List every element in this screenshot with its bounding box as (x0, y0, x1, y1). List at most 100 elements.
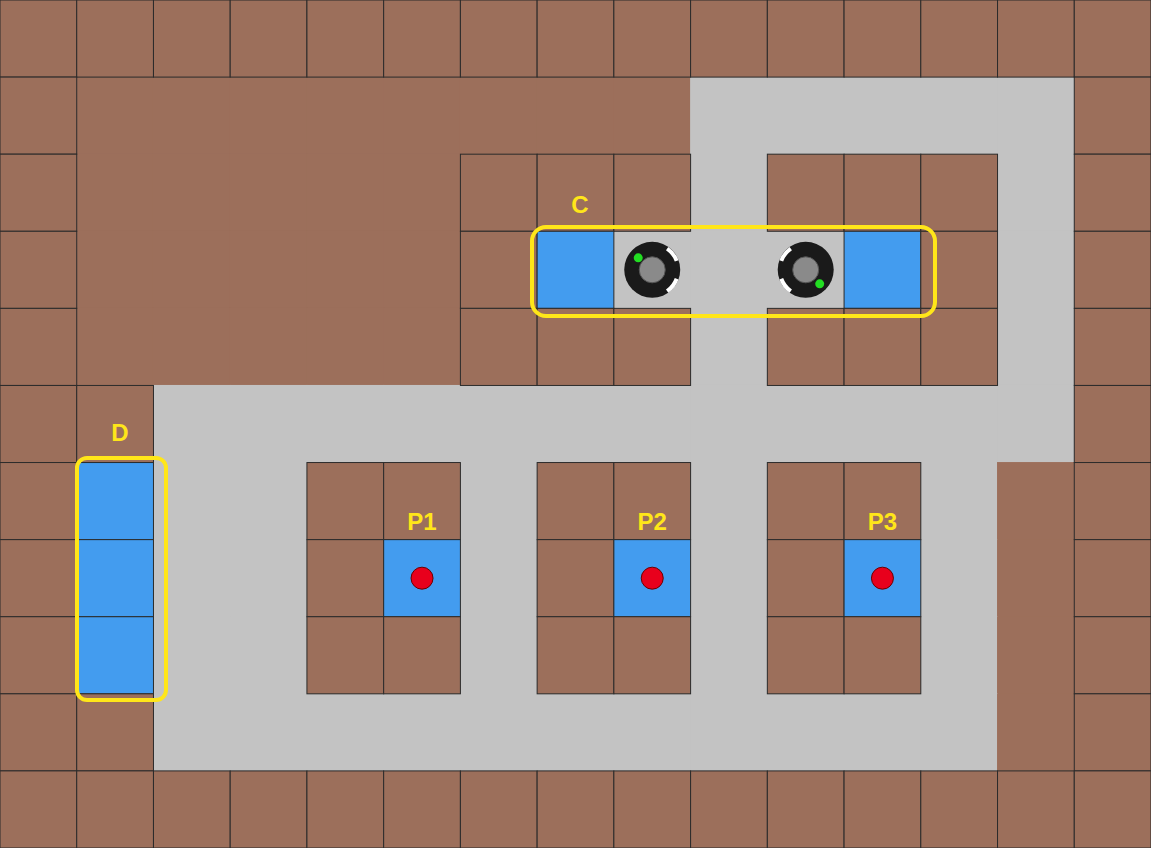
wall-cell (921, 231, 998, 308)
aisle-cell (230, 616, 308, 694)
wall-cell (614, 308, 691, 385)
aisle-cell (920, 616, 998, 694)
aisle-cell (997, 154, 1075, 232)
wall-block (153, 231, 231, 309)
wall-cell (307, 0, 384, 77)
wall-cell (153, 0, 230, 77)
wall-block (153, 154, 231, 232)
station-cell (77, 463, 154, 540)
wall-cell (614, 154, 691, 231)
wall-cell (0, 154, 77, 231)
wall-block (153, 77, 231, 155)
wall-cell (0, 308, 77, 385)
wall-cell (537, 0, 614, 77)
wall-block (460, 77, 538, 155)
aisle-cell (844, 385, 922, 463)
wall-cell (844, 0, 921, 77)
aisle-cell (767, 385, 845, 463)
wall-cell (0, 694, 77, 771)
aisle-cell (460, 693, 538, 771)
wall-cell (0, 540, 77, 617)
wall-cell (460, 154, 537, 231)
wall-cell (1074, 540, 1151, 617)
wall-cell (307, 771, 384, 848)
robot-heading-dot (815, 279, 824, 288)
wall-cell (691, 771, 768, 848)
zone-outline: D (75, 456, 168, 702)
wall-cell (77, 385, 154, 462)
wall-block (230, 308, 308, 386)
robot-heading-dot (634, 253, 643, 262)
aisle-cell (767, 231, 845, 309)
wall-cell (998, 0, 1075, 77)
aisle-cell (920, 77, 998, 155)
wall-cell (384, 617, 461, 694)
wall-block (997, 693, 1075, 771)
wall-block (76, 308, 154, 386)
wall-cell (0, 617, 77, 694)
aisle-cell (537, 385, 615, 463)
aisle-cell (306, 385, 384, 463)
aisle-cell (230, 462, 308, 540)
wall-cell (1074, 0, 1151, 77)
aisle-cell (690, 385, 768, 463)
aisle-cell (920, 539, 998, 617)
aisle-cell (230, 693, 308, 771)
wall-cell (1074, 154, 1151, 231)
wall-block (537, 77, 615, 155)
wall-cell (921, 771, 998, 848)
aisle-cell (460, 616, 538, 694)
wall-cell (0, 771, 77, 848)
wall-cell (1074, 385, 1151, 462)
wall-cell (77, 0, 154, 77)
wall-cell (767, 540, 844, 617)
wall-cell (0, 463, 77, 540)
wall-cell (614, 463, 691, 540)
wall-cell (691, 0, 768, 77)
wall-cell (767, 771, 844, 848)
station-cell (844, 540, 921, 617)
wall-cell (537, 540, 614, 617)
aisle-cell (306, 693, 384, 771)
wall-block (76, 77, 154, 155)
zone-label: P1 (407, 508, 436, 536)
aisle-cell (460, 462, 538, 540)
wall-cell (614, 0, 691, 77)
robot-body (624, 242, 680, 298)
aisle-cell (997, 77, 1075, 155)
station-box: P2 (614, 540, 691, 617)
wall-block (76, 231, 154, 309)
wall-block (383, 308, 461, 386)
robot-bumper (667, 279, 677, 291)
wall-cell (384, 463, 461, 540)
wall-cell (153, 771, 230, 848)
robot-bumper (781, 249, 791, 261)
wall-cell (537, 617, 614, 694)
wall-cell (844, 308, 921, 385)
wall-block (997, 616, 1075, 694)
zone-label: C (571, 191, 588, 219)
aisle-cell (920, 462, 998, 540)
wall-cell (844, 617, 921, 694)
wall-cell (921, 308, 998, 385)
station-box: P1 (384, 540, 461, 617)
wall-block (383, 154, 461, 232)
aisle-cell (690, 462, 768, 540)
wall-cell (921, 154, 998, 231)
wall-cell (844, 154, 921, 231)
aisle-cell (920, 693, 998, 771)
aisle-cell (690, 77, 768, 155)
aisle-cell (230, 539, 308, 617)
zone-label: P2 (638, 508, 667, 536)
robot-top (639, 257, 665, 283)
wall-cell (537, 154, 614, 231)
station-cell (844, 231, 921, 308)
wall-cell (1074, 694, 1151, 771)
zone-label: P3 (868, 508, 897, 536)
wall-cell (230, 0, 307, 77)
wall-cell (998, 771, 1075, 848)
wall-cell (921, 0, 998, 77)
wall-cell (307, 617, 384, 694)
aisle-cell (383, 693, 461, 771)
